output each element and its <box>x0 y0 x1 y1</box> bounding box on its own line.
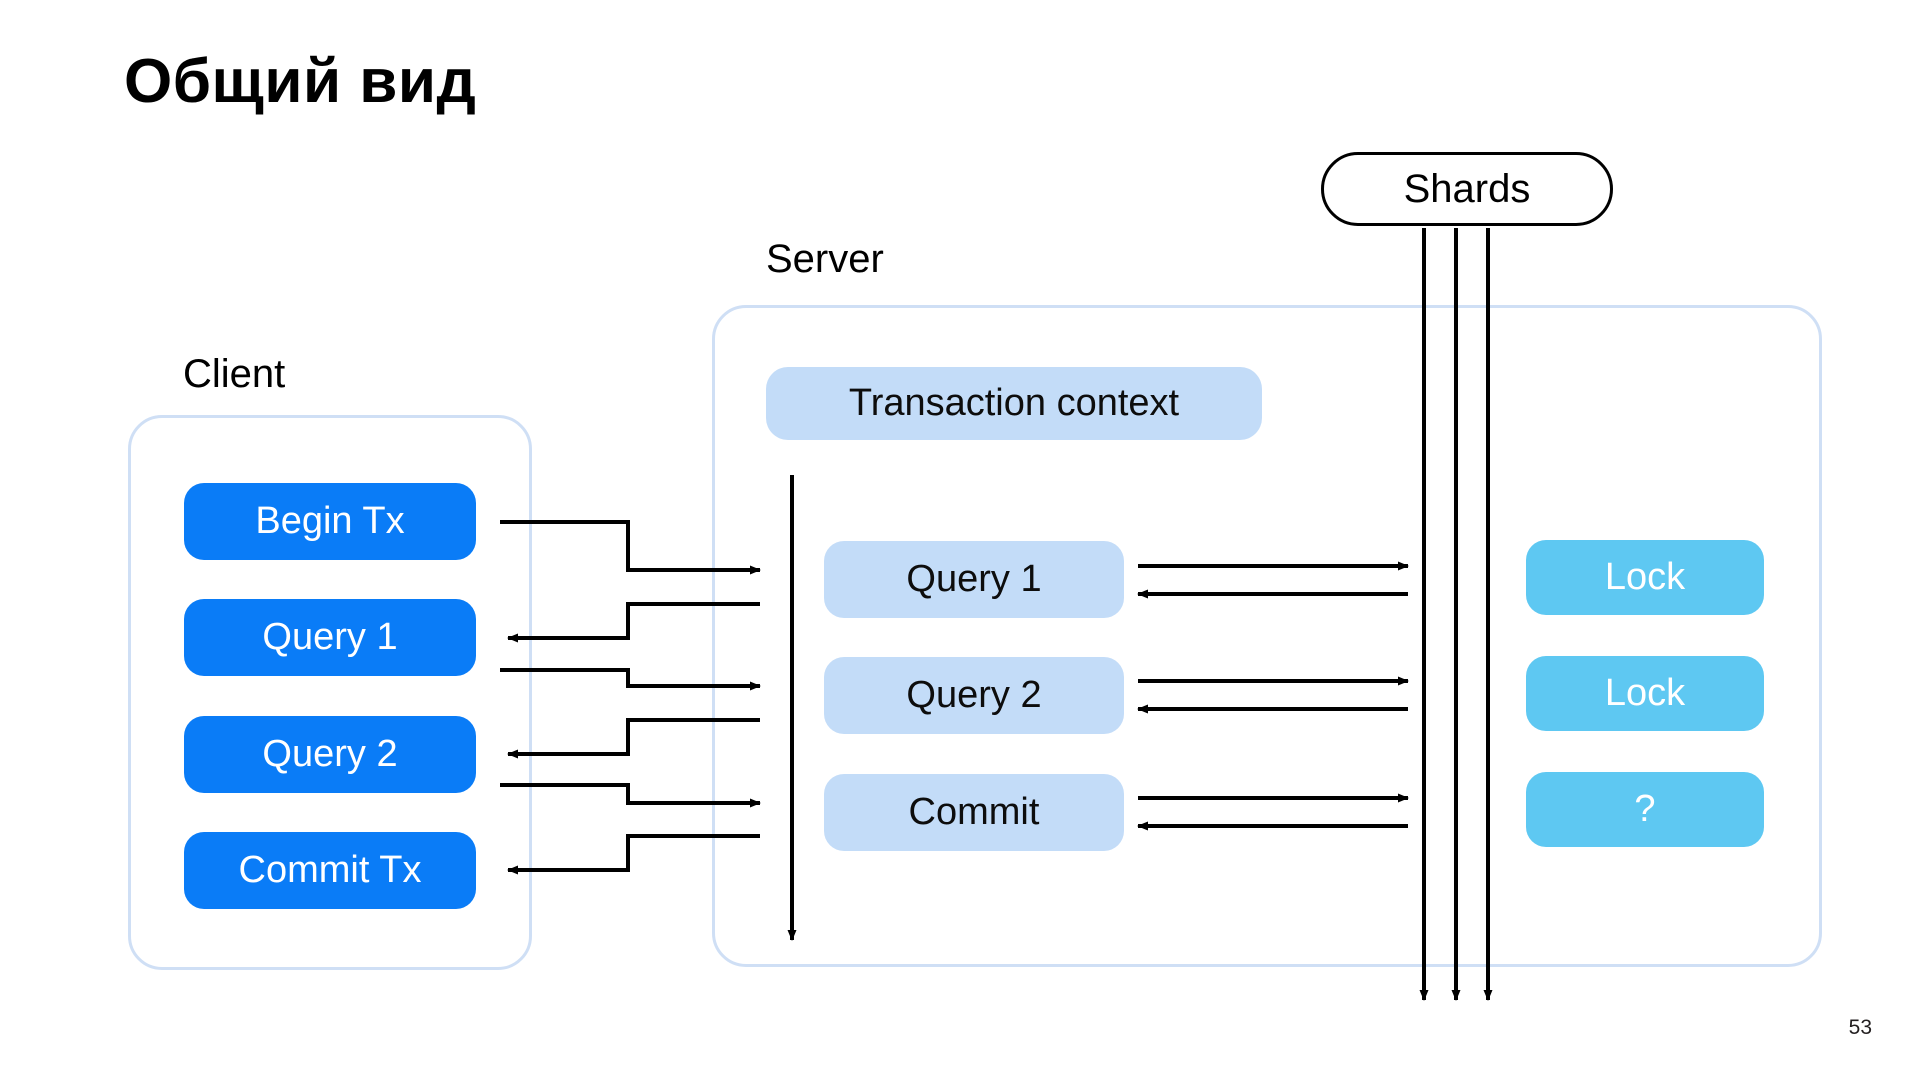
page-title: Общий вид <box>124 47 477 116</box>
server-step-query-2[interactable]: Query 2 <box>824 657 1124 734</box>
client-group-caption: Client <box>183 352 286 396</box>
shard-box-lock-1[interactable]: Lock <box>1526 540 1764 615</box>
page-number: 53 <box>1848 1016 1872 1039</box>
server-group-caption: Server <box>766 237 884 281</box>
client-step-query-1[interactable]: Query 1 <box>184 599 476 676</box>
client-step-begin-tx[interactable]: Begin Tx <box>184 483 476 560</box>
transaction-context-box[interactable]: Transaction context <box>766 367 1262 440</box>
server-step-query-1[interactable]: Query 1 <box>824 541 1124 618</box>
server-step-commit[interactable]: Commit <box>824 774 1124 851</box>
client-step-query-2[interactable]: Query 2 <box>184 716 476 793</box>
client-step-commit-tx[interactable]: Commit Tx <box>184 832 476 909</box>
shard-box-lock-2[interactable]: Lock <box>1526 656 1764 731</box>
shards-label-pill: Shards <box>1321 152 1613 226</box>
shard-box-unknown[interactable]: ? <box>1526 772 1764 847</box>
